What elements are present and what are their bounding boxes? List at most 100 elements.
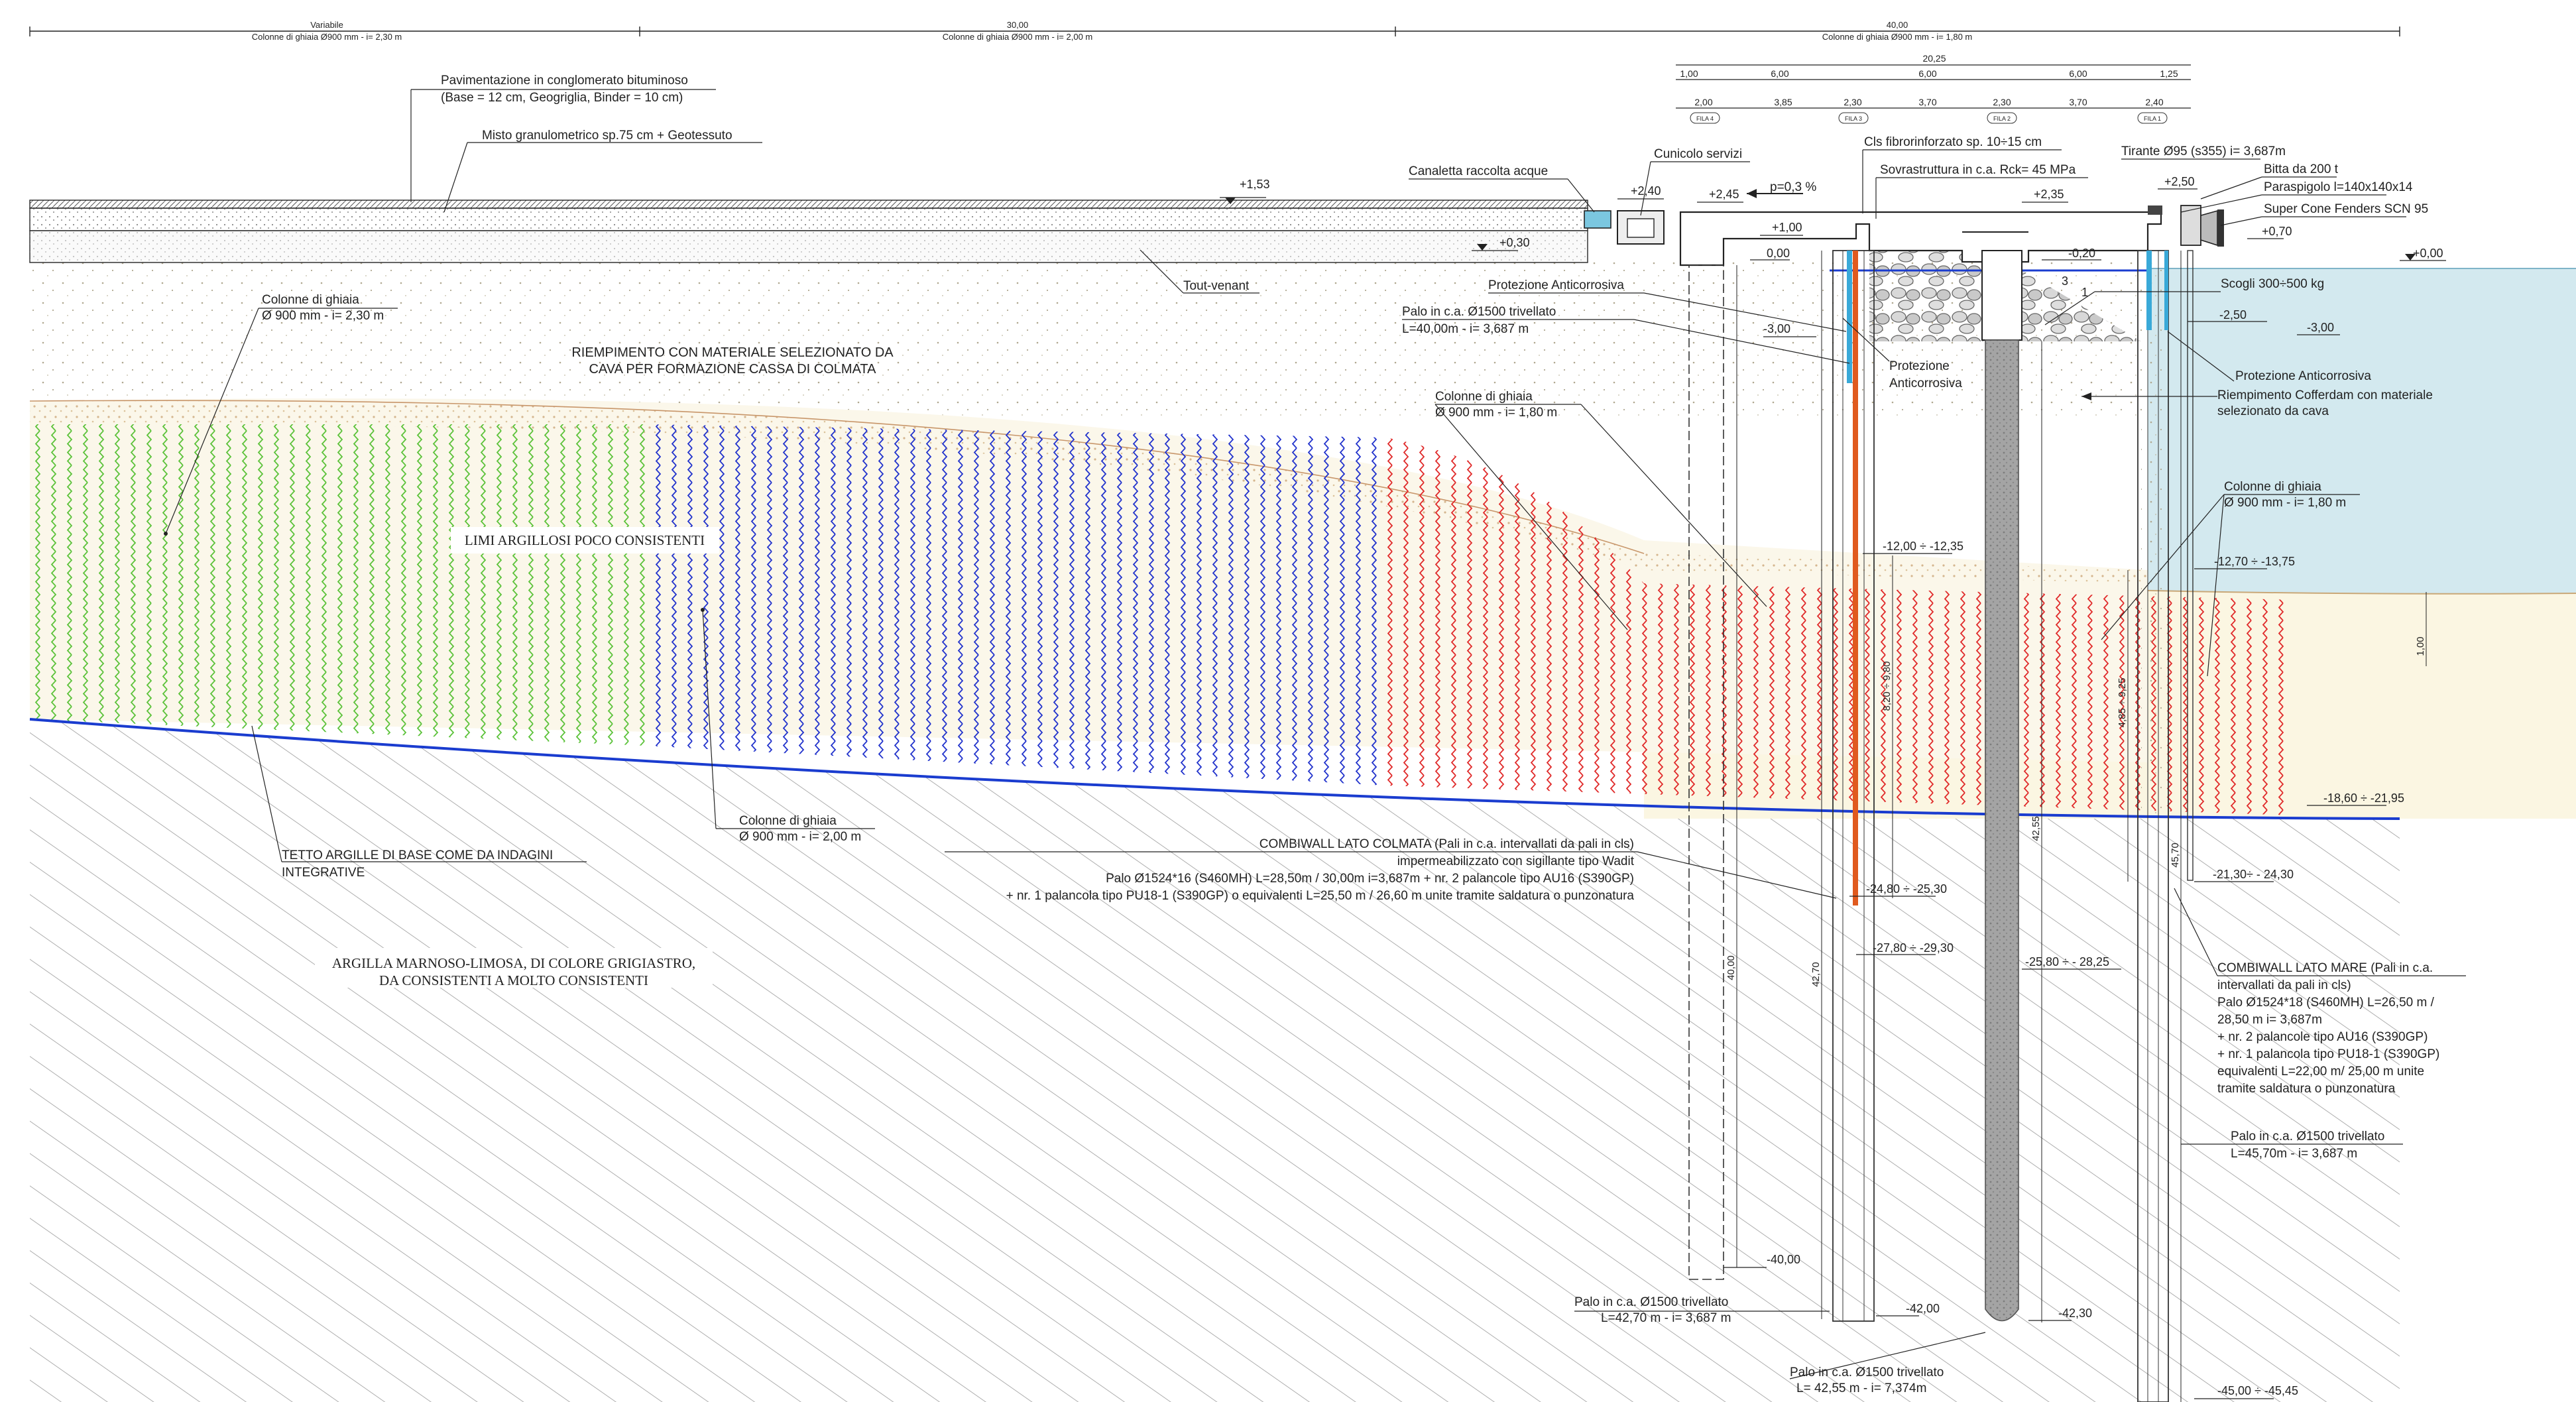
svg-text:Colonne di ghiaia: Colonne di ghiaia	[262, 293, 359, 307]
svg-text:Ø 900 mm - i= 1,80 m: Ø 900 mm - i= 1,80 m	[2224, 496, 2346, 510]
svg-text:3,70: 3,70	[1918, 97, 1936, 107]
svg-text:30,00: 30,00	[1007, 20, 1029, 30]
svg-text:2,40: 2,40	[2145, 97, 2163, 107]
svg-text:selezionato da cava: selezionato da cava	[2217, 404, 2329, 418]
svg-text:equivalenti L=22,00 m/ 25,00 m: equivalenti L=22,00 m/ 25,00 m unite	[2217, 1065, 2424, 1079]
svg-text:-12,70 ÷ -13,75: -12,70 ÷ -13,75	[2214, 555, 2295, 568]
svg-text:+1,00: +1,00	[1772, 221, 1802, 234]
svg-text:Palo Ø1524*16 (S460MH) L=28,50: Palo Ø1524*16 (S460MH) L=28,50m / 30,00m…	[1106, 872, 1634, 886]
svg-text:LIMI ARGILLOSI POCO CONSISTENT: LIMI ARGILLOSI POCO CONSISTENTI	[465, 532, 705, 548]
svg-text:Pavimentazione in conglomerato: Pavimentazione in conglomerato bituminos…	[441, 74, 688, 88]
svg-text:-21,30÷ - 24,30: -21,30÷ - 24,30	[2213, 868, 2294, 881]
svg-text:2,30: 2,30	[1993, 97, 2011, 107]
svg-text:COMBIWALL LATO COLMATA (Pali i: COMBIWALL LATO COLMATA (Pali in c.a. int…	[1259, 837, 1634, 851]
svg-text:+0,00: +0,00	[2413, 247, 2443, 260]
svg-text:+0,70: +0,70	[2262, 225, 2292, 238]
svg-text:tramite saldatura o punzonatur: tramite saldatura o punzonatura	[2217, 1082, 2396, 1096]
svg-text:FILA 3: FILA 3	[1845, 115, 1862, 122]
label-colonne-200: Colonne di ghiaia Ø 900 mm - i= 2,00 m	[701, 608, 875, 844]
label-fender: Super Cone Fenders SCN 95	[2220, 202, 2428, 226]
svg-text:-3,00: -3,00	[2307, 321, 2334, 334]
svg-text:Ø 900 mm - i= 2,00 m: Ø 900 mm - i= 2,00 m	[739, 830, 861, 844]
label-bitta: Bitta da 200 t	[2200, 162, 2339, 200]
svg-text:Protezione Anticorrosiva: Protezione Anticorrosiva	[2235, 369, 2371, 383]
svg-text:1,00: 1,00	[1680, 68, 1698, 79]
svg-text:3,70: 3,70	[2069, 97, 2087, 107]
svg-text:2,30: 2,30	[1844, 97, 1861, 107]
quay-superstructure	[1584, 205, 2224, 266]
svg-text:+ nr. 2 palancole tipo AU16 (S: + nr. 2 palancole tipo AU16 (S390GP)	[2217, 1030, 2428, 1044]
svg-text:3,85: 3,85	[1774, 97, 1792, 107]
label-colonne-180b: Colonne di ghiaia Ø 900 mm - i= 1,80 m	[2101, 480, 2360, 677]
label-paraspigolo: Paraspigolo l=140x140x14	[2180, 180, 2413, 213]
pavement-layers	[29, 200, 1588, 263]
vertical-dimensions: 40,00 42,70 8,20 ÷ 9,80 42,55 4,85 ÷ 9,2…	[1726, 251, 2427, 1402]
svg-text:+2,40: +2,40	[1631, 184, 1661, 198]
label-argilla: ARGILLA MARNOSO-LIMOSA, DI COLORE GRIGIA…	[315, 948, 713, 988]
svg-text:-3,00: -3,00	[1763, 322, 1790, 335]
svg-text:6,00: 6,00	[2069, 68, 2087, 79]
label-palo-4: Palo in c.a. Ø1500 trivellato L=45,70m -…	[2181, 1130, 2403, 1161]
svg-text:Canaletta raccolta acque: Canaletta raccolta acque	[1409, 164, 1548, 178]
svg-text:0,00: 0,00	[1767, 247, 1790, 260]
pile-fila-4	[1688, 264, 1724, 1280]
svg-text:-42,00: -42,00	[1906, 1302, 1940, 1315]
svg-text:1,00: 1,00	[2415, 636, 2426, 656]
label-palo-3: Palo in c.a. Ø1500 trivellato L= 42,55 m…	[1789, 1332, 1986, 1395]
svg-text:Cls fibrorinforzato sp. 10÷15: Cls fibrorinforzato sp. 10÷15 cm	[1864, 135, 2042, 149]
svg-text:Ø 900 mm - i= 2,30 m: Ø 900 mm - i= 2,30 m	[262, 309, 384, 323]
label-slope-ratio: 3 1	[2062, 274, 2088, 299]
svg-text:45,70: 45,70	[2170, 843, 2181, 868]
label-combiwall-mare: COMBIWALL LATO MARE (Pali in c.a. interv…	[2174, 888, 2466, 1096]
svg-text:Colonne di ghiaia: Colonne di ghiaia	[739, 814, 837, 828]
label-canaletta: Canaletta raccolta acque	[1409, 164, 1595, 213]
label-colonne-230: Colonne di ghiaia Ø 900 mm - i= 2,30 m	[164, 293, 398, 536]
svg-text:+1,53: +1,53	[1240, 178, 1270, 191]
svg-text:Super Cone Fenders SCN 95: Super Cone Fenders SCN 95	[2264, 202, 2428, 216]
svg-text:L=40,00m - i= 3,687 m: L=40,00m - i= 3,687 m	[1402, 322, 1529, 336]
svg-text:3: 3	[2062, 274, 2068, 288]
svg-text:Riempimento Cofferdam con mate: Riempimento Cofferdam con materiale	[2217, 388, 2433, 402]
svg-text:Cunicolo servizi: Cunicolo servizi	[1654, 147, 1742, 161]
label-tout-venant: Tout-venant	[1140, 249, 1259, 294]
svg-text:1,25: 1,25	[2160, 68, 2178, 79]
svg-text:Sovrastruttura in c.a. Rck= 45: Sovrastruttura in c.a. Rck= 45 MPa	[1880, 163, 2076, 177]
svg-text:Palo in c.a. Ø1500 trivellato: Palo in c.a. Ø1500 trivellato	[1402, 305, 1556, 319]
label-protezione-3: Protezione Anticorrosiva	[2167, 331, 2371, 383]
label-tirante: Tirante Ø95 (s355) i= 3,687m	[2121, 145, 2286, 160]
clay-base-layer	[30, 719, 2400, 1402]
pier-dimension-chain: 20,25 1,00 6,00 6,00 6,00 1,25 2,00 3,85…	[1676, 53, 2191, 109]
svg-text:+2,50: +2,50	[2164, 175, 2195, 188]
svg-text:-18,60 ÷ -21,95: -18,60 ÷ -21,95	[2323, 791, 2404, 805]
label-protezione-1: Protezione Anticorrosiva	[1488, 278, 1847, 332]
gravel-columns-zone	[30, 424, 2294, 815]
pile-fila-1	[2137, 250, 2169, 1402]
svg-text:+ nr. 1 palancola tipo PU18-1: + nr. 1 palancola tipo PU18-1 (S390GP) o…	[1006, 889, 1635, 903]
combiwall-colmata	[1847, 251, 1858, 905]
svg-text:+2,45: +2,45	[1709, 188, 1739, 201]
svg-text:Protezione: Protezione	[1889, 359, 1950, 373]
svg-text:FILA 2: FILA 2	[1993, 115, 2011, 122]
label-scogli: Scogli 300÷500 kg	[2044, 277, 2324, 325]
svg-text:Tout-venant: Tout-venant	[1183, 279, 1250, 293]
label-colonne-180a: Colonne di ghiaia Ø 900 mm - i= 1,80 m	[1434, 390, 1767, 630]
svg-text:-24,80 ÷ -25,30: -24,80 ÷ -25,30	[1866, 882, 1947, 896]
combiwall-mare	[2187, 250, 2194, 881]
svg-text:-40,00: -40,00	[1767, 1253, 1800, 1266]
svg-text:-2,50: -2,50	[2219, 308, 2247, 321]
svg-text:Colonne di ghiaia Ø900 mm - i=: Colonne di ghiaia Ø900 mm - i= 1,80 m	[1822, 32, 1973, 42]
svg-text:Protezione Anticorrosiva: Protezione Anticorrosiva	[1488, 278, 1624, 292]
svg-text:COMBIWALL LATO MARE (Pali in c: COMBIWALL LATO MARE (Pali in c.a.	[2217, 961, 2433, 975]
label-sovrastruttura: Sovrastruttura in c.a. Rck= 45 MPa	[1875, 163, 2088, 219]
svg-text:-27,80 ÷ -29,30: -27,80 ÷ -29,30	[1873, 941, 1954, 955]
svg-text:+ nr. 1 palancola tipo PU18-1: + nr. 1 palancola tipo PU18-1 (S390GP)	[2217, 1047, 2439, 1061]
pile-fila-2	[1981, 250, 2022, 1322]
svg-text:Tirante Ø95 (s355) i= 3,687m: Tirante Ø95 (s355) i= 3,687m	[2121, 145, 2286, 158]
label-cunicolo: Cunicolo servizi	[1640, 147, 1750, 216]
svg-text:40,00: 40,00	[1726, 955, 1737, 980]
svg-text:-25,80 ÷ - 28,25: -25,80 ÷ - 28,25	[2025, 955, 2109, 968]
label-pavimentazione: Pavimentazione in conglomerato bituminos…	[410, 74, 716, 202]
sea	[2148, 268, 2576, 593]
label-riempimento: RIEMPIMENTO CON MATERIALE SELEZIONATO DA…	[571, 345, 894, 377]
svg-text:L=42,70 m - i= 3,687 m: L=42,70 m - i= 3,687 m	[1601, 1311, 1731, 1325]
